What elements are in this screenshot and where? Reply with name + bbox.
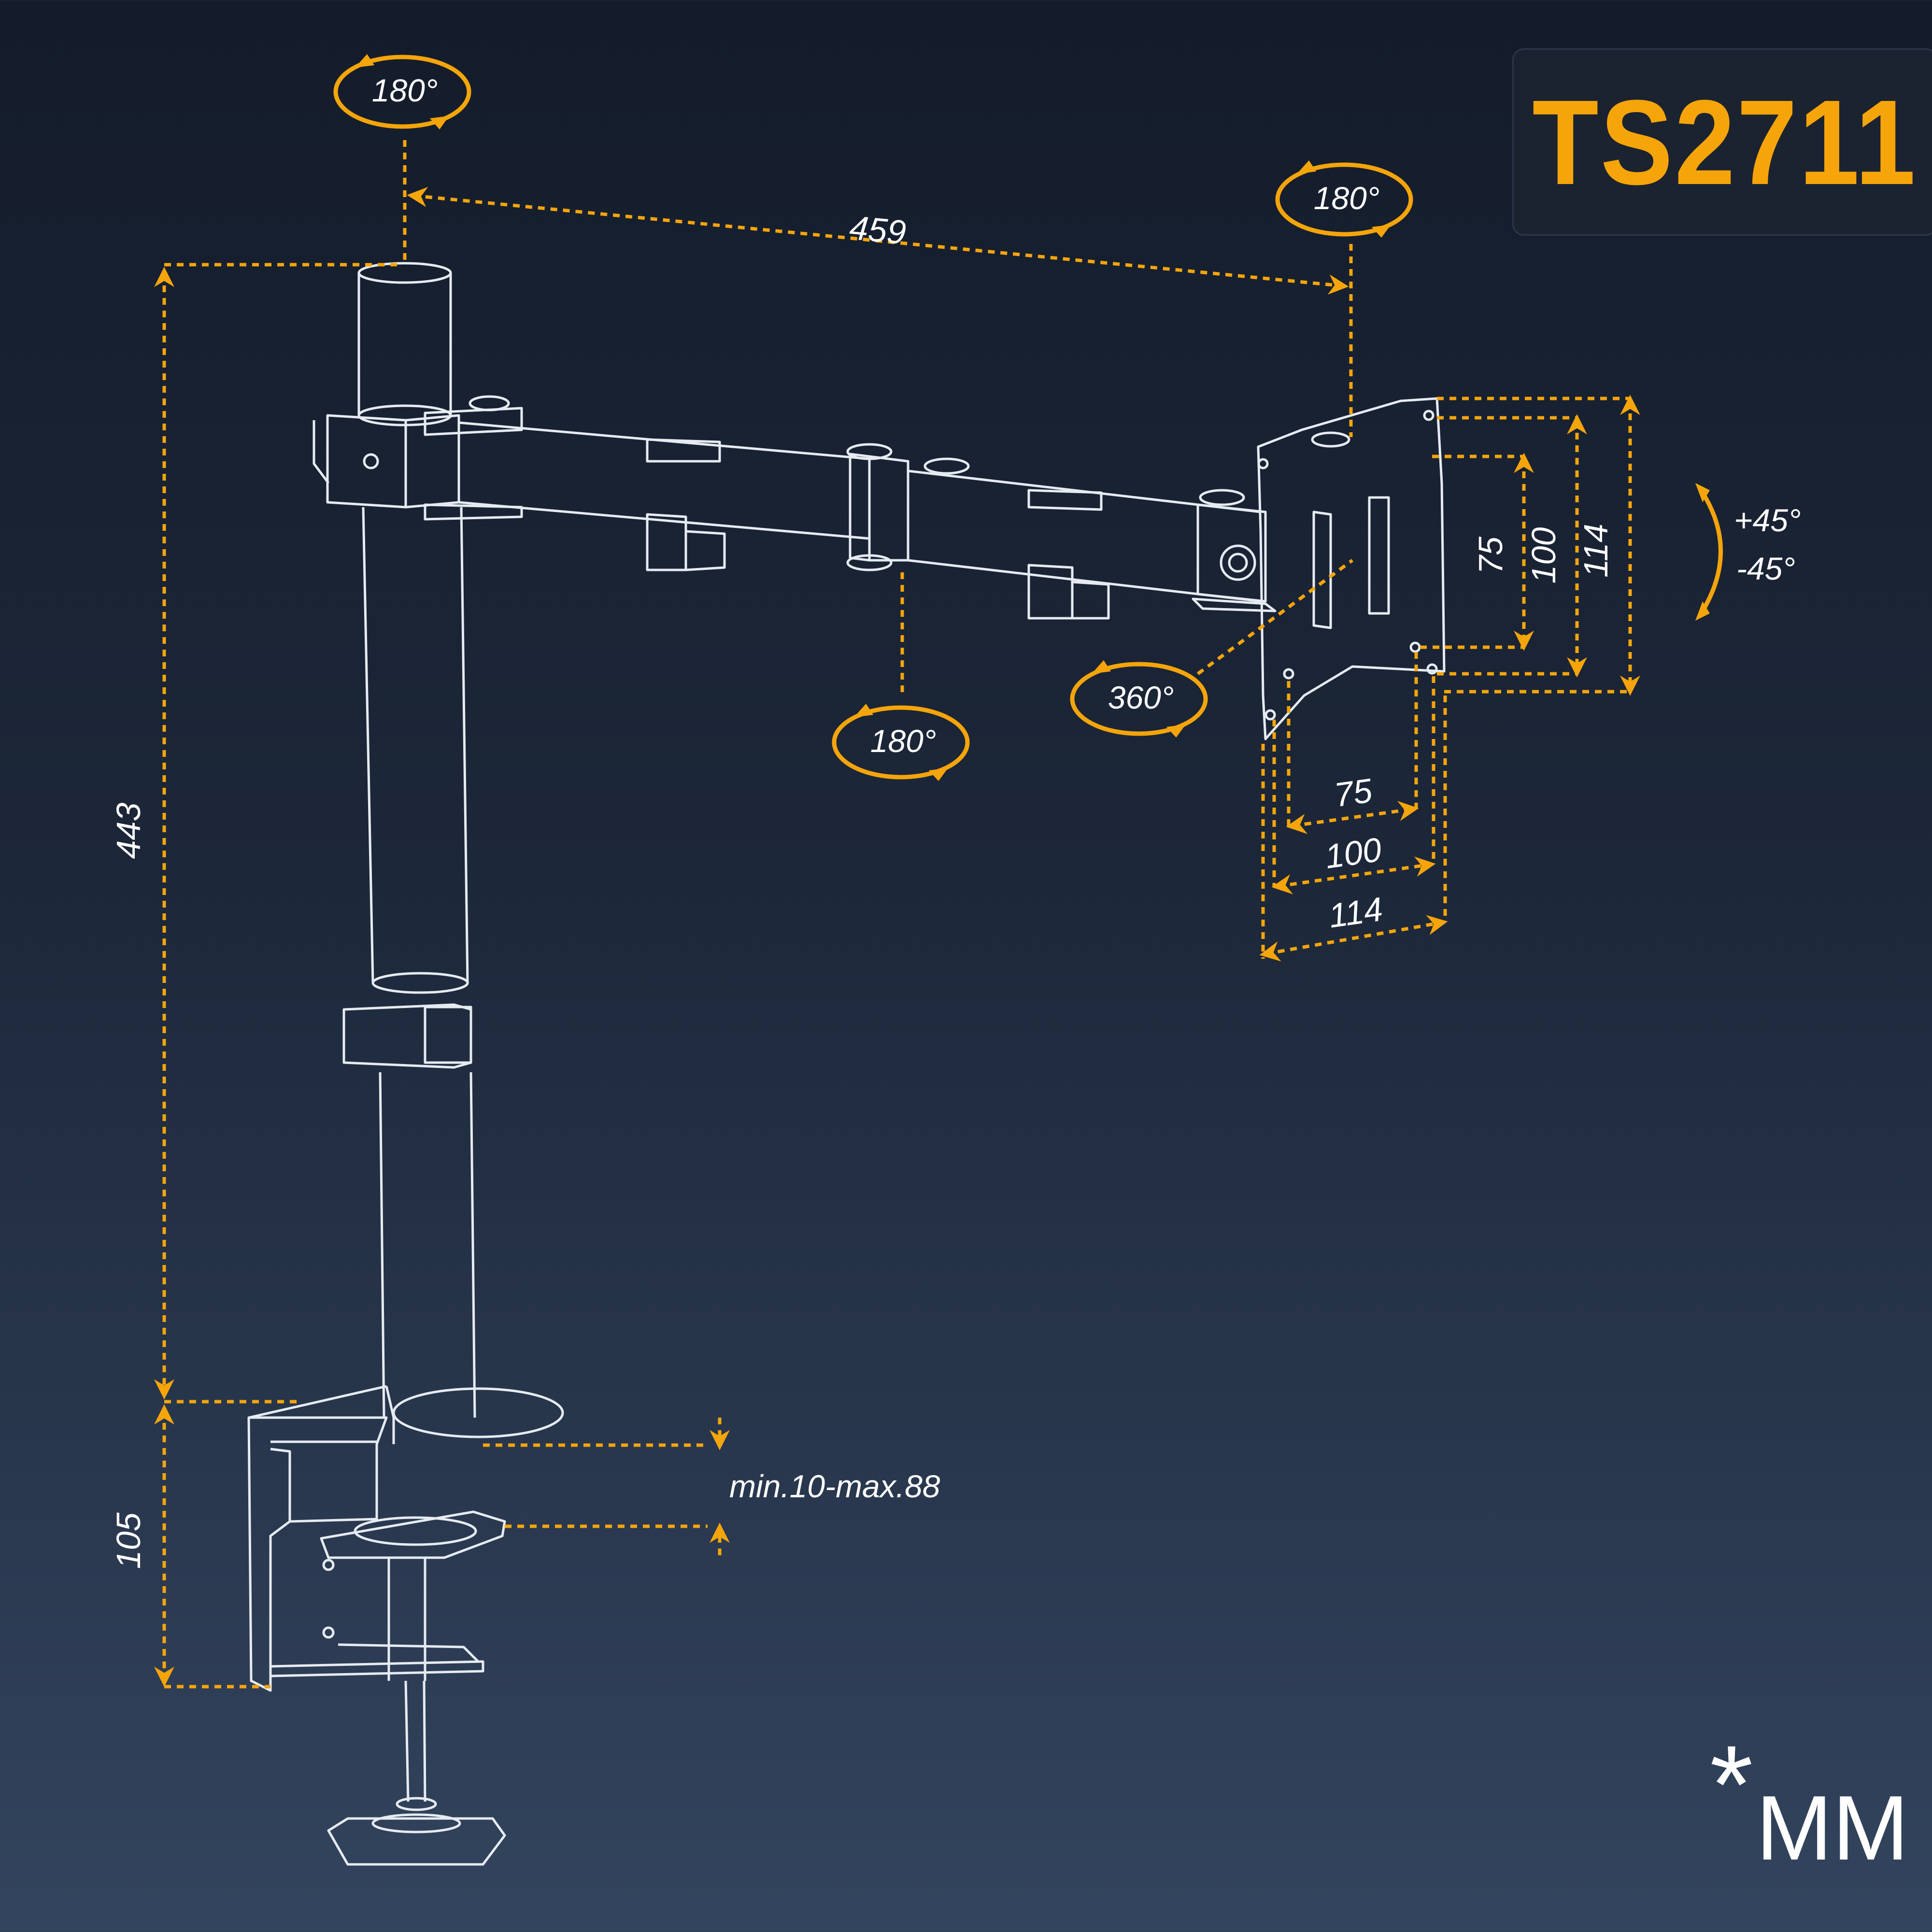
unit-label: MM [1756,1777,1909,1879]
pole-top-cap [357,262,452,426]
lower-pole [379,1072,476,1418]
vesa-v-75-label: 75 [1472,536,1509,574]
vesa-h-75-label: 75 [1332,771,1375,814]
tilt-head [1192,489,1277,612]
panel-rotation-icon [1070,660,1208,738]
vesa-h-114-label: 114 [1326,890,1385,935]
pole-height-label: 443 [110,803,147,859]
vesa-plate [1257,397,1446,740]
panel-axis-line [1196,559,1354,675]
tilt-arc-icon [1695,483,1723,621]
tilt-down-label: -45° [1736,551,1795,586]
pole-collar [342,1003,472,1069]
tilt-up-label: +45° [1734,502,1801,538]
arm-reach-label: 459 [848,209,908,252]
rotation-indicators [333,54,1723,781]
pole-top-rotation-label: 180° [372,72,438,108]
vesa-h-75-line [1286,801,1419,834]
model-badge: TS2711 [1512,48,1932,236]
pole-base-plate [392,1387,564,1444]
vesa-h-100-label: 100 [1322,830,1384,876]
pole-arm-clamp [313,395,523,521]
head-rotation-label: 180° [1314,180,1380,216]
head-rotation-icon [1275,160,1413,238]
unit-note: * MM [1710,1729,1913,1884]
dimension-labels: 180° 180° 180° 360° 459 443 105 min.10-m… [110,72,1801,1569]
middle-joint [846,443,970,571]
arm-segment-1 [458,421,870,571]
vesa-h-114-line [1259,915,1448,962]
clamp-screw-knob [327,1680,506,1866]
clamp-height-label: 105 [110,1512,147,1569]
upper-pole [362,507,469,994]
desk-thickness-label: min.10-max.88 [729,1468,940,1504]
vesa-h-100-line [1271,856,1436,895]
dimension-lines [154,140,1640,1689]
vesa-v-100-label: 100 [1525,527,1563,584]
clamp-pressure-pad [320,1510,506,1681]
joint-rotation-label: 180° [870,723,937,759]
joint-rotation-icon [832,704,970,781]
pole-top-rotation-icon [333,54,471,129]
desk-clamp [247,1385,484,1692]
arm-reach-line [407,186,1349,295]
model-title: TS2711 [1532,74,1918,210]
monitor-arm-drawing [247,262,1446,1866]
panel-rotation-label: 360° [1108,680,1174,715]
unit-asterisk: * [1710,1722,1753,1847]
vesa-v-114-label: 114 [1577,524,1615,578]
